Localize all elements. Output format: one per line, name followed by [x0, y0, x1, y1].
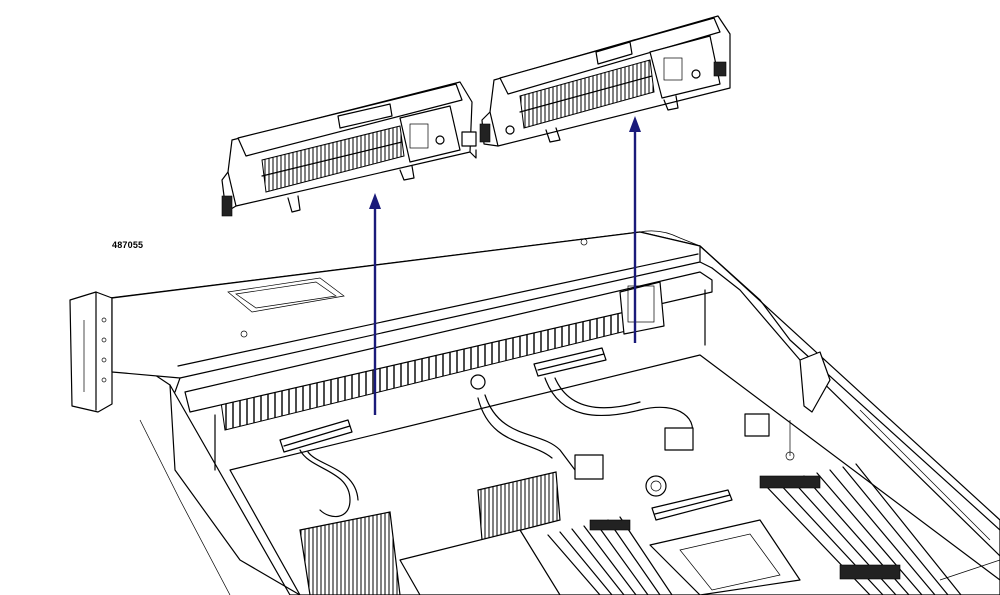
cpu1-heatsink	[477, 471, 561, 541]
dimm-slots-left	[547, 516, 673, 595]
lift-arrow-2	[629, 116, 641, 343]
chassis-top-cover	[111, 230, 713, 393]
figure-id-label: 487055	[112, 240, 144, 250]
riser-cage-2	[479, 15, 731, 147]
motherboard	[229, 347, 1000, 595]
cpu2-heatsink	[299, 511, 401, 595]
lift-arrow-1	[369, 193, 381, 415]
front-ear	[69, 291, 113, 413]
dimm-slots-right	[759, 463, 962, 595]
pcie-bracket-wall	[184, 271, 713, 471]
riser-cage-1	[221, 81, 477, 217]
